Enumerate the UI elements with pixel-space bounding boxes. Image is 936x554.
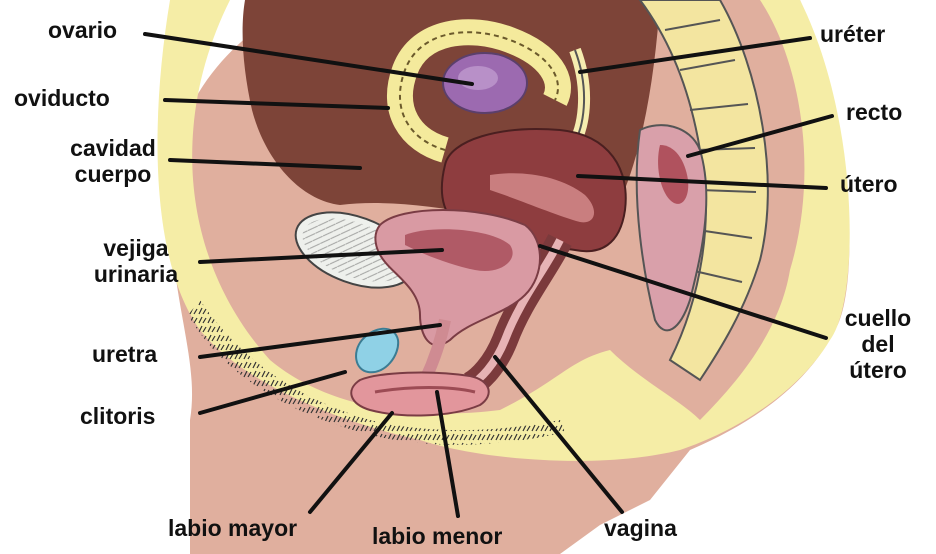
label-cavidad-line2: cuerpo	[58, 162, 168, 188]
label-cuello-line3: útero	[826, 358, 930, 384]
label-labio-mayor: labio mayor	[168, 516, 297, 542]
label-cuello-line1: cuello	[826, 306, 930, 332]
label-labio-menor: labio menor	[372, 524, 502, 550]
label-vejiga-urinaria: vejiga urinaria	[76, 236, 196, 288]
label-vejiga-line1: vejiga	[76, 236, 196, 262]
label-uretra: uretra	[92, 342, 157, 368]
label-utero: útero	[840, 172, 898, 198]
label-recto: recto	[846, 100, 902, 126]
label-vagina: vagina	[604, 516, 677, 542]
label-cuello-del-utero: cuello del útero	[826, 306, 930, 383]
label-cavidad-cuerpo: cavidad cuerpo	[58, 136, 168, 188]
label-oviducto: oviducto	[14, 86, 110, 112]
label-clitoris: clitoris	[80, 404, 155, 430]
label-ureter: uréter	[820, 22, 885, 48]
label-cavidad-line1: cavidad	[58, 136, 168, 162]
labia-shape	[351, 373, 488, 416]
ovary-highlight	[458, 66, 498, 90]
label-ovario: ovario	[48, 18, 117, 44]
label-cuello-line2: del	[826, 332, 930, 358]
label-vejiga-line2: urinaria	[76, 262, 196, 288]
